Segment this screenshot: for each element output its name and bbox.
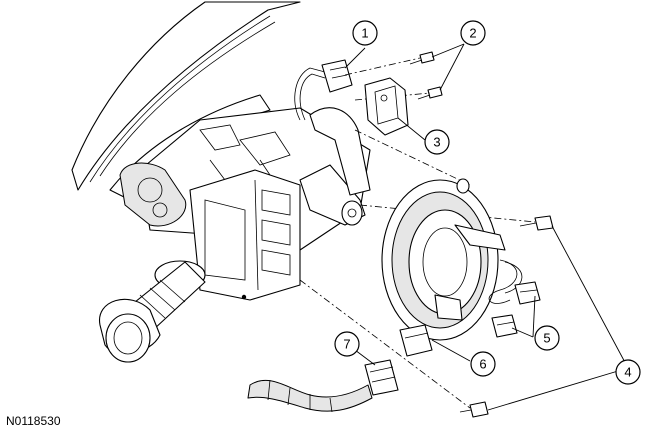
callout-5: 5 — [534, 325, 560, 351]
callout-6: 6 — [470, 351, 496, 377]
wiring-harness-connector — [294, 59, 353, 121]
clockspring — [354, 129, 523, 357]
figure-id: N0118530 — [6, 414, 61, 428]
harness-connector — [247, 359, 399, 413]
callout-5-label: 5 — [543, 331, 550, 346]
callout-7: 7 — [334, 331, 360, 357]
callout-4-label: 4 — [624, 365, 631, 380]
callout-3: 3 — [424, 129, 450, 155]
callout-4: 4 — [615, 359, 641, 385]
clockspring-connectors — [491, 281, 541, 338]
bolts-top — [344, 51, 443, 101]
leader-lines — [344, 43, 629, 411]
callout-1: 1 — [352, 20, 378, 46]
callout-1-label: 1 — [361, 26, 368, 41]
callout-3-label: 3 — [433, 135, 440, 150]
callout-2-label: 2 — [469, 26, 476, 41]
multifunction-switch — [99, 169, 301, 363]
callout-7-label: 7 — [343, 337, 350, 352]
callout-6-label: 6 — [479, 357, 486, 372]
callout-2: 2 — [460, 20, 486, 46]
module-bracket — [364, 77, 409, 136]
